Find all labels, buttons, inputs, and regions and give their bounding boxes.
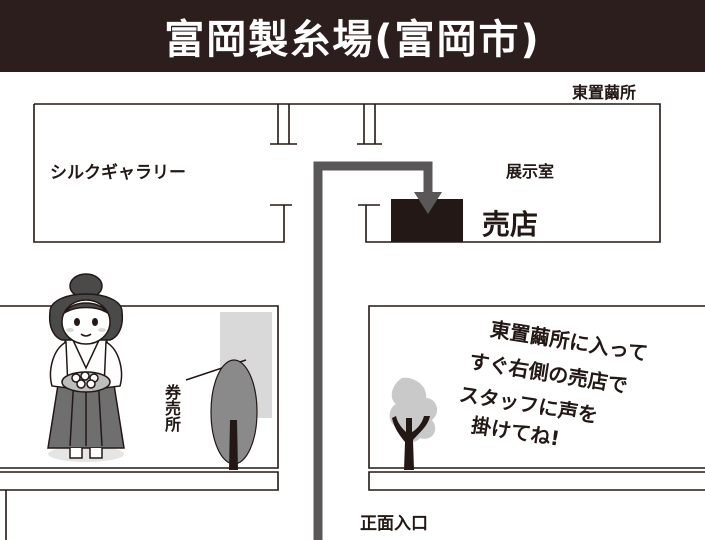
title-bar: 富岡製糸場(富岡市): [0, 0, 705, 72]
ticket-office-label[interactable]: 券売所: [162, 384, 181, 432]
route-arrow-icon: [313, 161, 442, 540]
east-hall-label: 東置繭所: [572, 83, 637, 102]
east-hall-building: [33, 103, 661, 243]
tree-light-icon: [389, 377, 438, 470]
garden-block: [368, 305, 705, 491]
page-title: 富岡製糸場(富岡市): [164, 17, 541, 63]
silk-gallery-label[interactable]: シルクギャラリー: [50, 163, 186, 183]
tree-icon: [210, 359, 258, 470]
mascot-girl-icon: [47, 273, 125, 462]
site-map: [0, 103, 705, 540]
main-entrance-label[interactable]: 正面入口: [360, 514, 428, 534]
ticket-area-block: [0, 305, 279, 491]
exhibit-room-label[interactable]: 展示室: [506, 162, 555, 181]
shop-label[interactable]: 売店: [482, 208, 539, 241]
